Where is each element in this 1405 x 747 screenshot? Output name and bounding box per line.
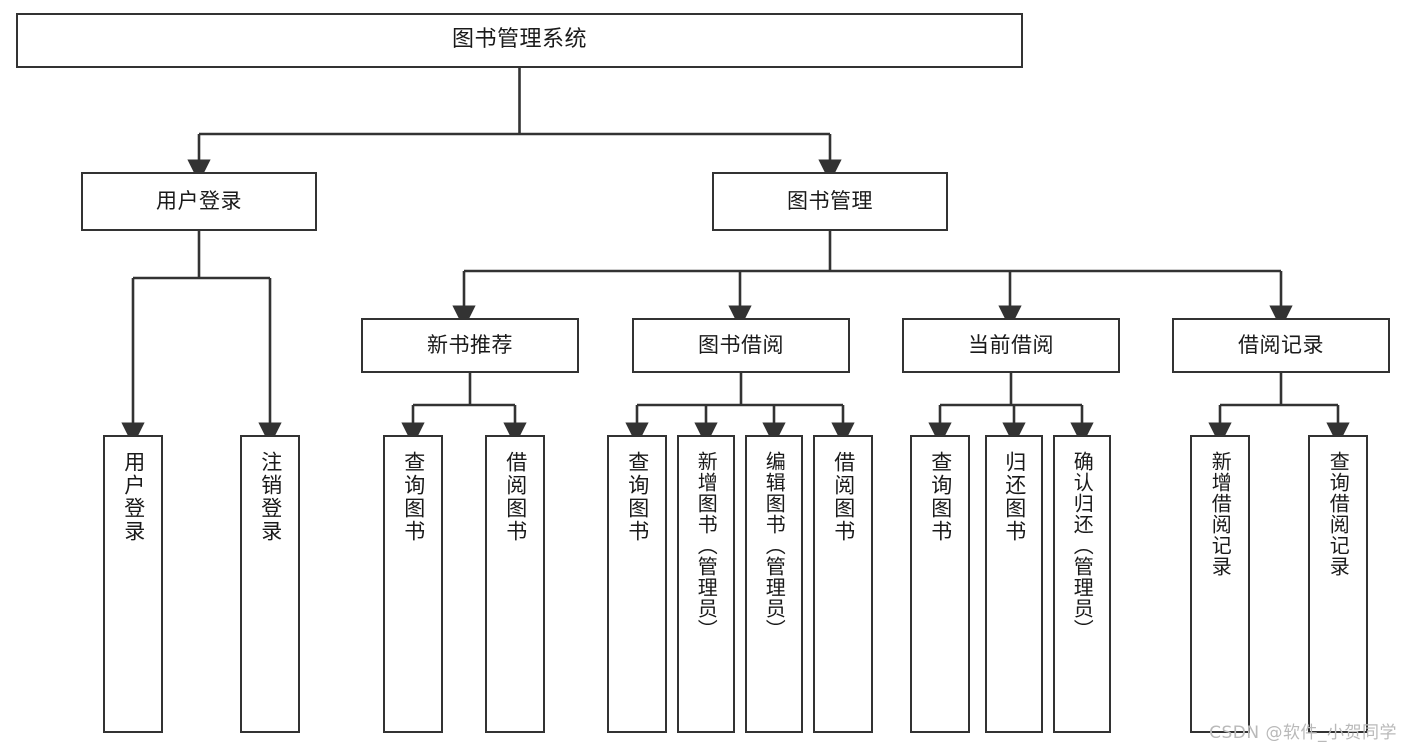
node-leaf-query-record-label: 查询借阅记录: [1326, 451, 1351, 577]
node-leaf-query-book-1-label: 查询图书: [401, 451, 426, 543]
node-borrow-record[interactable]: 借阅记录: [1172, 318, 1390, 373]
node-leaf-logout-label: 注销登录: [258, 451, 283, 543]
watermark-text: CSDN @软件_小贺同学: [1209, 723, 1397, 743]
node-current-borrow-label: 当前借阅: [968, 332, 1054, 357]
node-leaf-edit-book[interactable]: 编辑图书（管理员）: [745, 435, 803, 733]
node-leaf-confirm-return-label: 确认归还（管理员）: [1070, 451, 1095, 640]
node-book-management-label: 图书管理: [787, 188, 873, 213]
node-leaf-query-book-3-label: 查询图书: [928, 451, 953, 543]
node-leaf-return-book-label: 归还图书: [1002, 451, 1027, 543]
node-leaf-user-login-label: 用户登录: [121, 451, 146, 543]
node-leaf-add-book[interactable]: 新增图书（管理员）: [677, 435, 735, 733]
node-leaf-borrow-book-1-label: 借阅图书: [503, 451, 528, 543]
node-leaf-add-record[interactable]: 新增借阅记录: [1190, 435, 1250, 733]
node-borrow-record-label: 借阅记录: [1238, 332, 1324, 357]
node-leaf-return-book[interactable]: 归还图书: [985, 435, 1043, 733]
node-leaf-query-record[interactable]: 查询借阅记录: [1308, 435, 1368, 733]
node-user-login[interactable]: 用户登录: [81, 172, 317, 231]
node-leaf-confirm-return[interactable]: 确认归还（管理员）: [1053, 435, 1111, 733]
node-leaf-logout[interactable]: 注销登录: [240, 435, 300, 733]
node-root-label: 图书管理系统: [451, 27, 587, 53]
node-leaf-add-record-label: 新增借阅记录: [1208, 451, 1233, 577]
node-leaf-borrow-book-2-label: 借阅图书: [831, 451, 856, 543]
node-leaf-add-book-label: 新增图书（管理员）: [694, 451, 719, 640]
node-leaf-borrow-book-2[interactable]: 借阅图书: [813, 435, 873, 733]
node-leaf-query-book-2-label: 查询图书: [625, 451, 650, 543]
node-leaf-query-book-2[interactable]: 查询图书: [607, 435, 667, 733]
node-new-book-recommend-label: 新书推荐: [427, 332, 513, 357]
node-leaf-borrow-book-1[interactable]: 借阅图书: [485, 435, 545, 733]
node-leaf-query-book-1[interactable]: 查询图书: [383, 435, 443, 733]
node-leaf-query-book-3[interactable]: 查询图书: [910, 435, 970, 733]
node-leaf-edit-book-label: 编辑图书（管理员）: [762, 451, 787, 640]
node-root[interactable]: 图书管理系统: [16, 13, 1023, 68]
node-leaf-user-login[interactable]: 用户登录: [103, 435, 163, 733]
node-book-management[interactable]: 图书管理: [712, 172, 948, 231]
node-book-borrow[interactable]: 图书借阅: [632, 318, 850, 373]
node-book-borrow-label: 图书借阅: [698, 332, 784, 357]
node-user-login-label: 用户登录: [156, 188, 242, 213]
node-current-borrow[interactable]: 当前借阅: [902, 318, 1120, 373]
node-new-book-recommend[interactable]: 新书推荐: [361, 318, 579, 373]
